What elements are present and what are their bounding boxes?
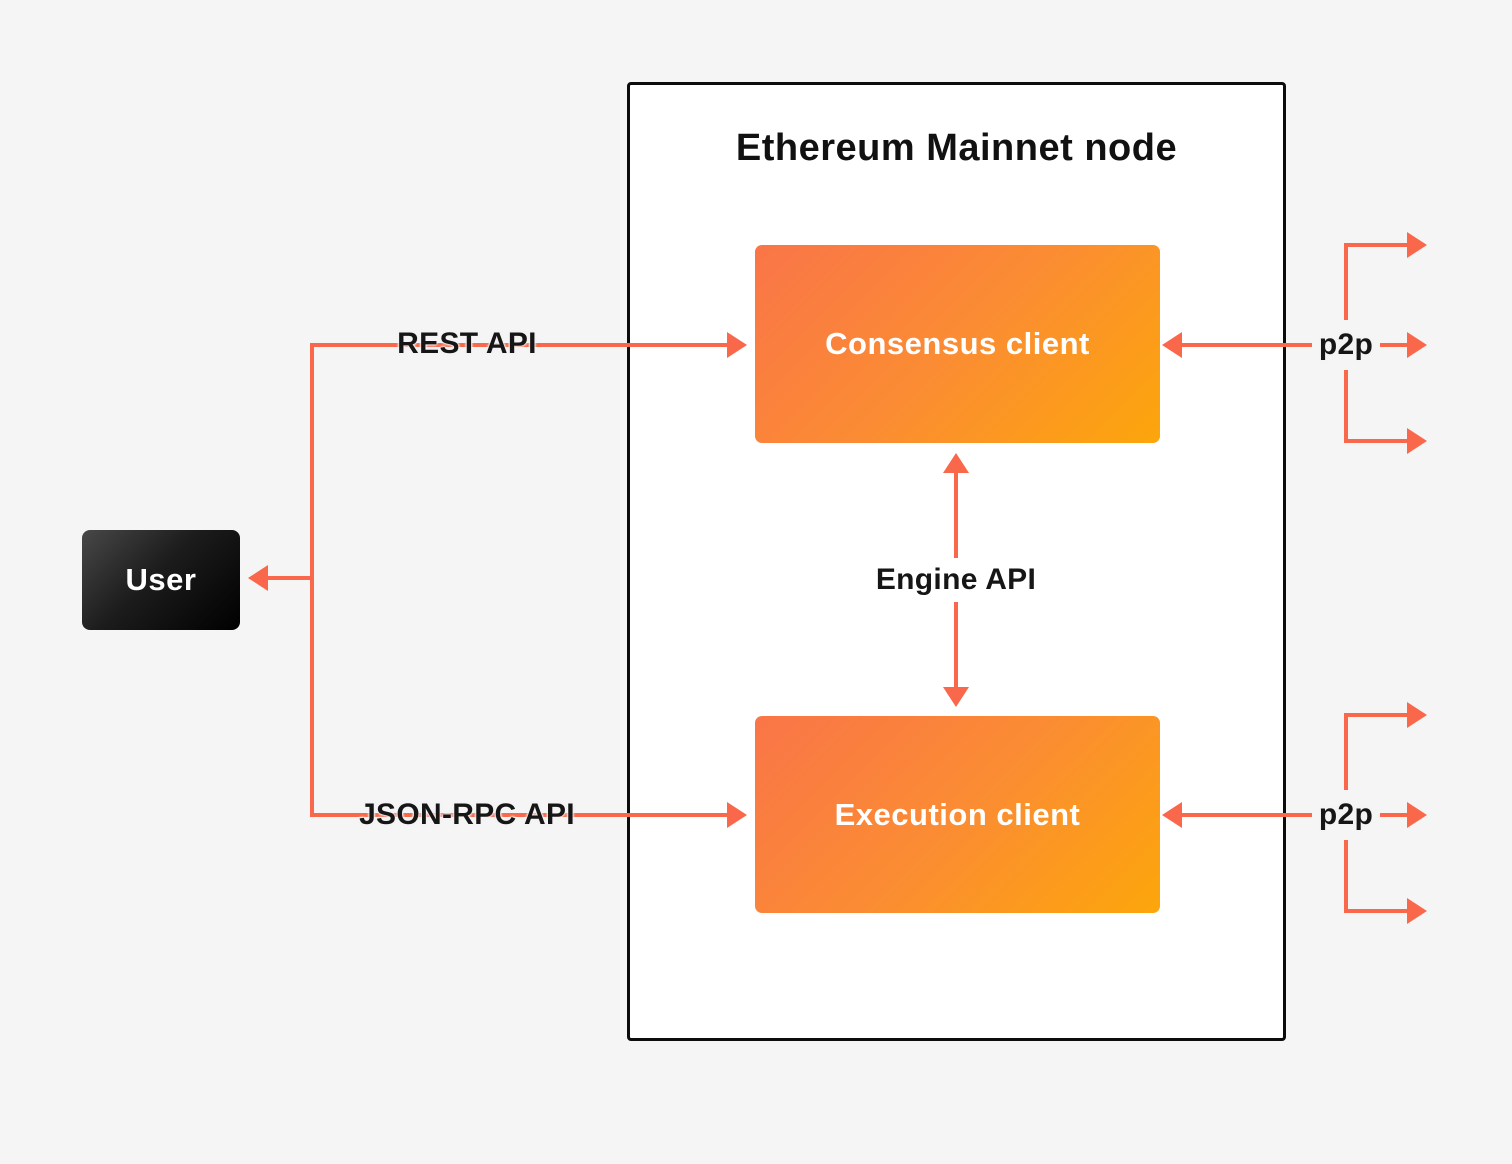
engine-api-arrowhead-up <box>943 453 969 473</box>
p2p-consensus-top-line <box>1344 243 1408 247</box>
p2p-consensus-left-line <box>1182 343 1312 347</box>
engine-api-label: Engine API <box>866 558 1046 602</box>
p2p-consensus-top-arrowhead <box>1407 232 1427 258</box>
p2p-execution-label: p2p <box>1312 790 1380 840</box>
p2p-execution-top-arrowhead <box>1407 702 1427 728</box>
engine-api-arrowhead-down <box>943 687 969 707</box>
user-box: User <box>82 530 240 630</box>
p2p-execution-left-line <box>1182 813 1312 817</box>
user-arrowhead <box>248 565 268 591</box>
node-title: Ethereum Mainnet node <box>735 127 1178 169</box>
p2p-consensus-mid-line <box>1380 343 1408 347</box>
p2p-execution-bottom-line <box>1344 909 1408 913</box>
json-rpc-arrowhead <box>727 802 747 828</box>
consensus-client-label: Consensus client <box>825 326 1090 361</box>
p2p-execution-top-line <box>1344 713 1408 717</box>
consensus-client-box: Consensus client <box>755 245 1160 443</box>
execution-client-label: Execution client <box>834 796 1081 832</box>
p2p-execution-left-arrowhead <box>1162 802 1182 828</box>
user-branch-line <box>266 576 314 580</box>
rest-api-label: REST API <box>397 327 537 360</box>
execution-client-box: Execution client <box>755 716 1160 913</box>
user-trunk-line <box>310 343 314 817</box>
p2p-consensus-label: p2p <box>1312 320 1380 370</box>
p2p-consensus-bottom-line <box>1344 439 1408 443</box>
rest-api-arrowhead <box>727 332 747 358</box>
p2p-consensus-mid-arrowhead <box>1407 332 1427 358</box>
json-rpc-api-label: JSON-RPC API <box>359 798 575 831</box>
json-rpc-line <box>310 813 729 817</box>
p2p-execution-bottom-arrowhead <box>1407 898 1427 924</box>
p2p-consensus-bottom-arrowhead <box>1407 428 1427 454</box>
user-box-label: User <box>125 562 197 597</box>
p2p-execution-mid-arrowhead <box>1407 802 1427 828</box>
p2p-execution-mid-line <box>1380 813 1408 817</box>
rest-api-line <box>310 343 729 347</box>
p2p-consensus-left-arrowhead <box>1162 332 1182 358</box>
